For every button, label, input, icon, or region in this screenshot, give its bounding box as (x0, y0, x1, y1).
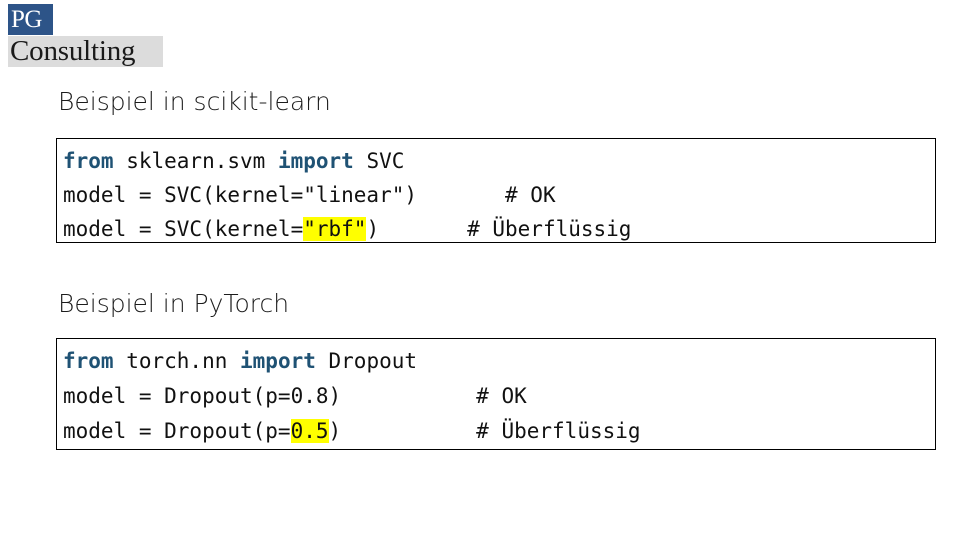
code-text: model = SVC(kernel="linear") (63, 183, 418, 207)
code-line: from sklearn.svm import SVC (57, 144, 935, 178)
keyword-from: from (63, 349, 114, 373)
code-text: ) (366, 217, 380, 241)
code-block-sklearn: from sklearn.svm import SVC model = SVC(… (56, 138, 936, 243)
code-comment: # OK (476, 384, 527, 408)
code-line: from torch.nn import Dropout (57, 344, 935, 379)
logo-mark-label: PG (11, 6, 42, 33)
code-line: model = SVC(kernel="linear") # OK (57, 178, 935, 212)
code-comment: # OK (505, 183, 556, 207)
brand-logo: PG Consulting (8, 4, 164, 67)
code-comment: # Überflüssig (467, 217, 632, 241)
code-line: model = SVC(kernel="rbf") # Überflüssig (57, 212, 935, 246)
code-line: model = Dropout(p=0.8) # OK (57, 379, 935, 414)
keyword-from: from (63, 149, 114, 173)
code-line: model = Dropout(p=0.5) # Überflüssig (57, 414, 935, 449)
keyword-import: import (240, 349, 316, 373)
code-comment: # Überflüssig (476, 419, 641, 443)
code-text: SVC (353, 149, 405, 173)
section-heading-sklearn: Beispiel in scikit-learn (58, 87, 331, 116)
code-text: ) (328, 419, 342, 443)
logo-mark-pg: PG (8, 4, 53, 35)
logo-wordmark-consulting: Consulting (8, 36, 163, 67)
code-text: model = Dropout(p= (63, 419, 291, 443)
code-block-pytorch: from torch.nn import Dropout model = Dro… (56, 338, 936, 450)
highlight-token: 0.5 (290, 419, 329, 443)
highlight-token: "rbf" (303, 217, 367, 241)
code-text: Dropout (315, 349, 418, 373)
code-text: model = Dropout(p=0.8) (63, 384, 342, 408)
code-text: torch.nn (113, 349, 241, 373)
keyword-import: import (277, 149, 354, 173)
code-text: sklearn.svm (113, 149, 278, 173)
code-text: model = SVC(kernel= (63, 217, 304, 241)
section-heading-pytorch: Beispiel in PyTorch (58, 289, 290, 318)
logo-wordmark-label: Consulting (10, 35, 136, 67)
